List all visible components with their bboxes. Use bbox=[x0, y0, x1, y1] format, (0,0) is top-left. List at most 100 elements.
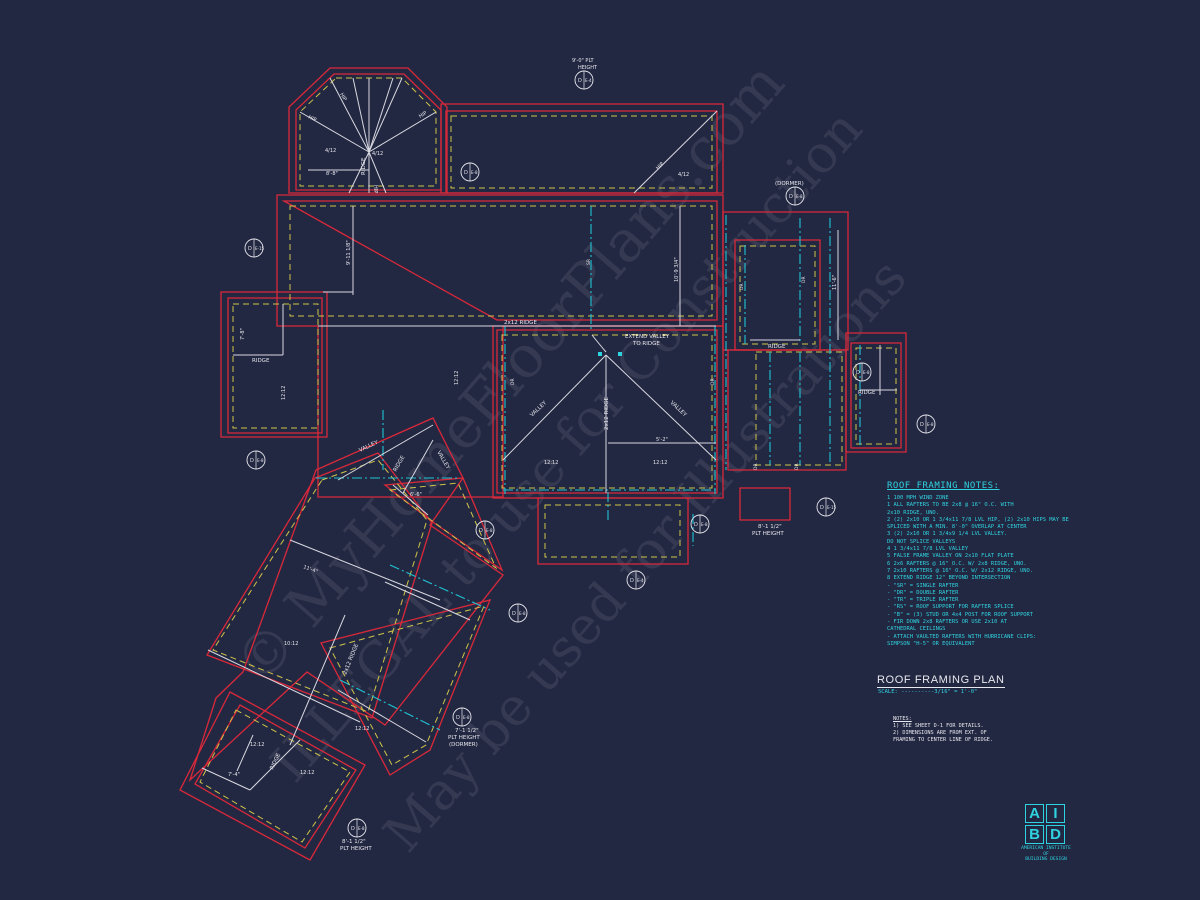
pitch-callout: 4/12 bbox=[325, 148, 336, 154]
logo-letter-b: B bbox=[1025, 825, 1044, 844]
plt-height-mid: 8'-1 1/2" bbox=[758, 524, 782, 530]
ridge-label-right: RIDGE bbox=[768, 344, 786, 350]
plt-height-dormer-3: (DORMER) bbox=[449, 742, 478, 748]
section-tag-bottom: E-8 bbox=[701, 522, 708, 527]
note-line: 7 2x10 RAFTERS @ 16" O.C. W/ 2x12 RIDGE,… bbox=[887, 567, 1034, 574]
plt-height-dormer: 7'-1 1/2" bbox=[455, 728, 479, 734]
dormer-label: (DORMER) bbox=[775, 181, 804, 187]
logo-caption-line: BUILDING DESIGN bbox=[1025, 857, 1067, 863]
section-tag-bottom: E-15 bbox=[827, 505, 837, 510]
note-line: DO NOT SPLICE VALLEYS bbox=[887, 538, 956, 545]
general-note-line: FRAMING TO CENTER LINE OF RIDGE. bbox=[893, 737, 993, 743]
dr-label-3: DR bbox=[510, 378, 516, 385]
plt-height-mid-2: PLT HEIGHT bbox=[752, 531, 784, 537]
section-tag-bottom: E-8 bbox=[796, 194, 803, 199]
logo-letter-i: I bbox=[1046, 804, 1065, 823]
pitch-callout: 12:12 bbox=[300, 770, 314, 776]
general-note-line: 1) SEE SHEET D-1 FOR DETAILS. bbox=[893, 723, 984, 729]
note-line: - ATTACH VAULTED RAFTERS WITH HURRICANE … bbox=[887, 633, 1037, 640]
dr-label-6: DR bbox=[794, 463, 800, 470]
framing-members bbox=[316, 206, 861, 731]
logo-letter-d: D bbox=[1046, 825, 1065, 844]
pitch-callout: 4/12 bbox=[678, 172, 689, 178]
ridge-2x12-label: 2x12 RIDGE bbox=[504, 320, 537, 326]
note-line: - FIR DOWN 2x8 RAFTERS OR USE 2x10 AT bbox=[887, 619, 1008, 626]
section-tag-top: D bbox=[694, 522, 698, 528]
note-line: SPLICED WITH A MIN. 8'-0" OVERLAP AT CEN… bbox=[887, 524, 1027, 531]
section-tag-top: D bbox=[920, 422, 924, 428]
section-tag-bottom: E-8 bbox=[257, 458, 264, 463]
section-tag-bottom: E-8 bbox=[863, 370, 870, 375]
section-tag-bottom: E-4 bbox=[637, 578, 644, 583]
exterior-walls bbox=[179, 67, 907, 861]
section-tag-top: D bbox=[250, 458, 254, 464]
plt-height-dormer-2: PLT HEIGHT bbox=[448, 735, 480, 741]
pitch-callout: 12:12 bbox=[250, 742, 264, 748]
pitch-callout: 12:12 bbox=[281, 386, 287, 400]
plt-height-top: 9'-0" PLT bbox=[572, 58, 595, 64]
extend-valley-label: EXTEND VALLEY bbox=[625, 334, 670, 340]
section-tag-top: D bbox=[512, 611, 516, 617]
ridge-label-bump: RIDGE bbox=[858, 390, 876, 396]
section-tag-top: D bbox=[820, 505, 824, 511]
extend-valley-leader bbox=[591, 334, 607, 353]
dim-7-4: 7'-4" bbox=[228, 772, 240, 778]
hip-label-2: HIP bbox=[338, 92, 347, 102]
pitch-callout: 12:12 bbox=[653, 460, 667, 466]
section-tag-top: D bbox=[351, 826, 355, 832]
valley-label-3: VALLEY bbox=[358, 440, 379, 454]
section-tag-bottom: E-8 bbox=[486, 528, 493, 533]
note-line: 3 (2) 2x10 OR 1 3/4x9 1/4 LVL VALLEY. bbox=[887, 531, 1008, 538]
plt-height-top-2: HEIGHT bbox=[578, 65, 598, 71]
plan-scale: SCALE: ----------3/16" = 1'-0" bbox=[878, 689, 978, 695]
dim-10-9: 10'-9 3/4" bbox=[674, 257, 680, 282]
logo-caption: AMERICAN INSTITUTE OF BUILDING DESIGN bbox=[1012, 846, 1080, 863]
section-tag-top: D bbox=[456, 715, 460, 721]
plan-title: ROOF FRAMING PLAN bbox=[877, 674, 1005, 688]
ridges-and-hips bbox=[201, 77, 897, 791]
note-line: 4 1 3/4x11 7/8 LVL VALLEY bbox=[887, 546, 969, 553]
section-tag-top: D bbox=[479, 528, 483, 534]
note-line: 2x10 RIDGE, UNO. bbox=[887, 509, 939, 516]
pitch-callout: 4/12 bbox=[372, 151, 383, 157]
notes-title: ROOF FRAMING NOTES: bbox=[887, 481, 1000, 491]
note-line: 1 ALL RAFTERS TO BE 2x8 @ 16" O.C. WITH bbox=[887, 502, 1014, 509]
pitch-callout: 10:12 bbox=[284, 641, 298, 647]
section-tag-bottom: E-8 bbox=[519, 611, 526, 616]
note-line: 2 (2) 2x10 OR 1 3/4x11 7/8 LVL HIP, (2) … bbox=[887, 516, 1069, 523]
hip-label-4: HIP bbox=[372, 185, 378, 193]
ridge-point-marker bbox=[618, 352, 622, 356]
section-tag-bottom: E-4 bbox=[585, 78, 592, 83]
general-note-line: 2) DIMENSIONS ARE FROM EXT. OF bbox=[893, 730, 987, 736]
logo-caption-line: OF bbox=[1043, 851, 1049, 857]
dr-label-2: DR bbox=[801, 276, 807, 283]
aibd-logo: A I B D bbox=[1025, 804, 1067, 846]
section-tag-top: D bbox=[578, 78, 582, 84]
ridge-label-turret: RIDGE bbox=[361, 157, 367, 175]
general-notes-heading: NOTES: bbox=[893, 716, 912, 722]
sr-label: SR bbox=[586, 259, 592, 265]
note-line: - "TR" = TRIPLE RAFTER bbox=[887, 597, 959, 604]
dim-7-8: 7'-8" bbox=[240, 328, 246, 340]
section-tag-bottom: E-8 bbox=[463, 715, 470, 720]
section-tag-top: D bbox=[464, 170, 468, 176]
logo-caption-line: AMERICAN INSTITUTE bbox=[1021, 846, 1071, 851]
dim-9-11: 9'-11 1/8" bbox=[346, 240, 352, 265]
section-tag-bottom: E-8 bbox=[927, 422, 934, 427]
note-line: - "SR" = SINGLE RAFTER bbox=[887, 582, 959, 589]
section-tag-bottom: E-8 bbox=[358, 826, 365, 831]
section-tag-bottom: E-8 bbox=[471, 170, 478, 175]
section-tag-top: D bbox=[789, 194, 793, 200]
